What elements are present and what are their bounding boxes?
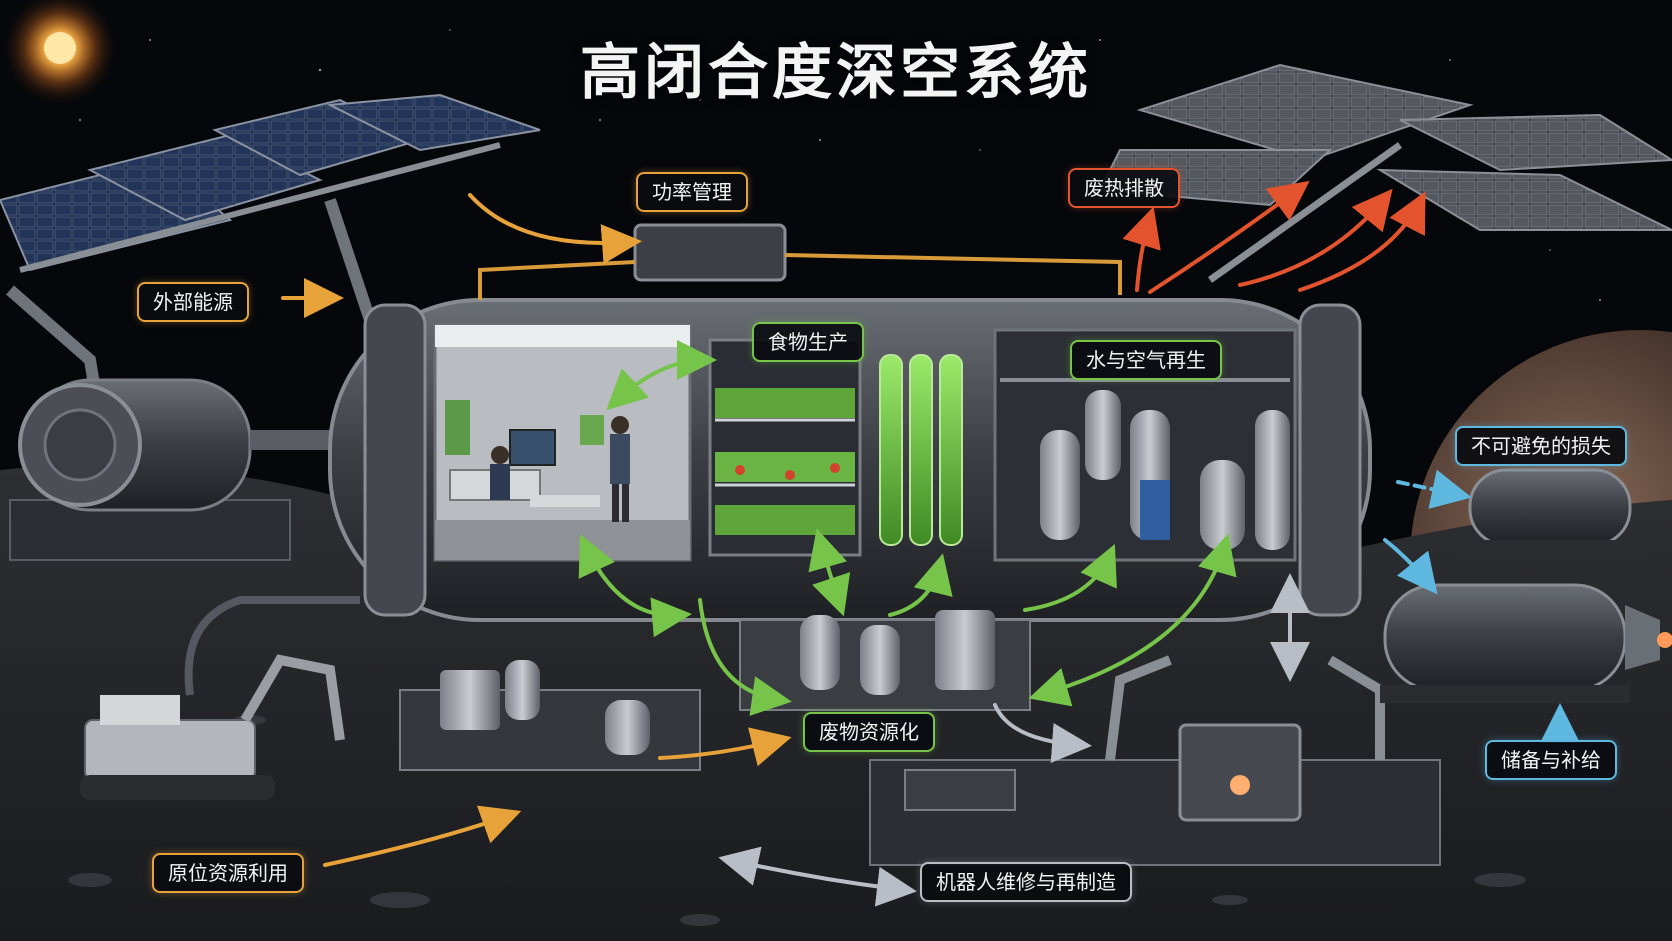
label-robotic-repair: 机器人维修与再制造 bbox=[920, 862, 1132, 902]
algae-bioreactor bbox=[879, 354, 963, 546]
arrow-loop-waste-label bbox=[698, 598, 792, 716]
arrow-isru-output bbox=[323, 805, 522, 867]
arrow-power-management bbox=[468, 193, 642, 264]
isru-plant bbox=[399, 660, 701, 771]
label-waste-resource: 废物资源化 bbox=[803, 712, 935, 752]
reserve-resupply-tanks bbox=[1380, 583, 1672, 703]
arrow-waste-food bbox=[808, 528, 851, 617]
ground-rocks bbox=[68, 715, 1526, 926]
power-generator bbox=[9, 378, 330, 561]
arrow-heat-2 bbox=[1148, 180, 1310, 294]
loss-tank bbox=[1455, 468, 1645, 560]
mining-rover bbox=[80, 596, 360, 800]
label-power-management: 功率管理 bbox=[636, 172, 748, 212]
label-waste-heat: 废热排散 bbox=[1068, 168, 1180, 208]
label-reserve-resupply: 储备与补给 bbox=[1485, 740, 1617, 780]
label-unavoidable-loss: 不可避免的损失 bbox=[1455, 426, 1627, 466]
flow-arrows bbox=[281, 180, 1580, 907]
fabrication-workshop bbox=[869, 655, 1441, 866]
arrow-cabin-waste bbox=[578, 534, 692, 638]
arrow-isru-to-waste bbox=[658, 727, 792, 767]
power-management-unit bbox=[633, 223, 787, 282]
arrow-waste-to-workshop bbox=[993, 703, 1092, 763]
arrow-heat-1 bbox=[1122, 206, 1161, 292]
label-external-energy: 外部能源 bbox=[137, 282, 249, 322]
label-food-production: 食物生产 bbox=[752, 322, 864, 362]
arrow-unavoidable-loss bbox=[1396, 469, 1472, 509]
arrow-reserve bbox=[1383, 538, 1438, 595]
arrow-workshop-isru bbox=[718, 846, 917, 907]
label-isru: 原位资源利用 bbox=[152, 853, 304, 893]
waste-processing-plant bbox=[739, 610, 1031, 711]
label-water-air-regeneration: 水与空气再生 bbox=[1070, 340, 1222, 380]
arrow-cabin-food bbox=[606, 340, 717, 411]
arrow-heat-3 bbox=[1238, 188, 1393, 287]
page-title: 高闭合度深空系统 bbox=[580, 38, 1092, 108]
left-solar-array bbox=[0, 93, 541, 421]
arrow-waste-algae bbox=[888, 553, 953, 617]
arrow-regen-waste bbox=[1028, 533, 1237, 707]
arrow-heat-4 bbox=[1298, 191, 1426, 292]
